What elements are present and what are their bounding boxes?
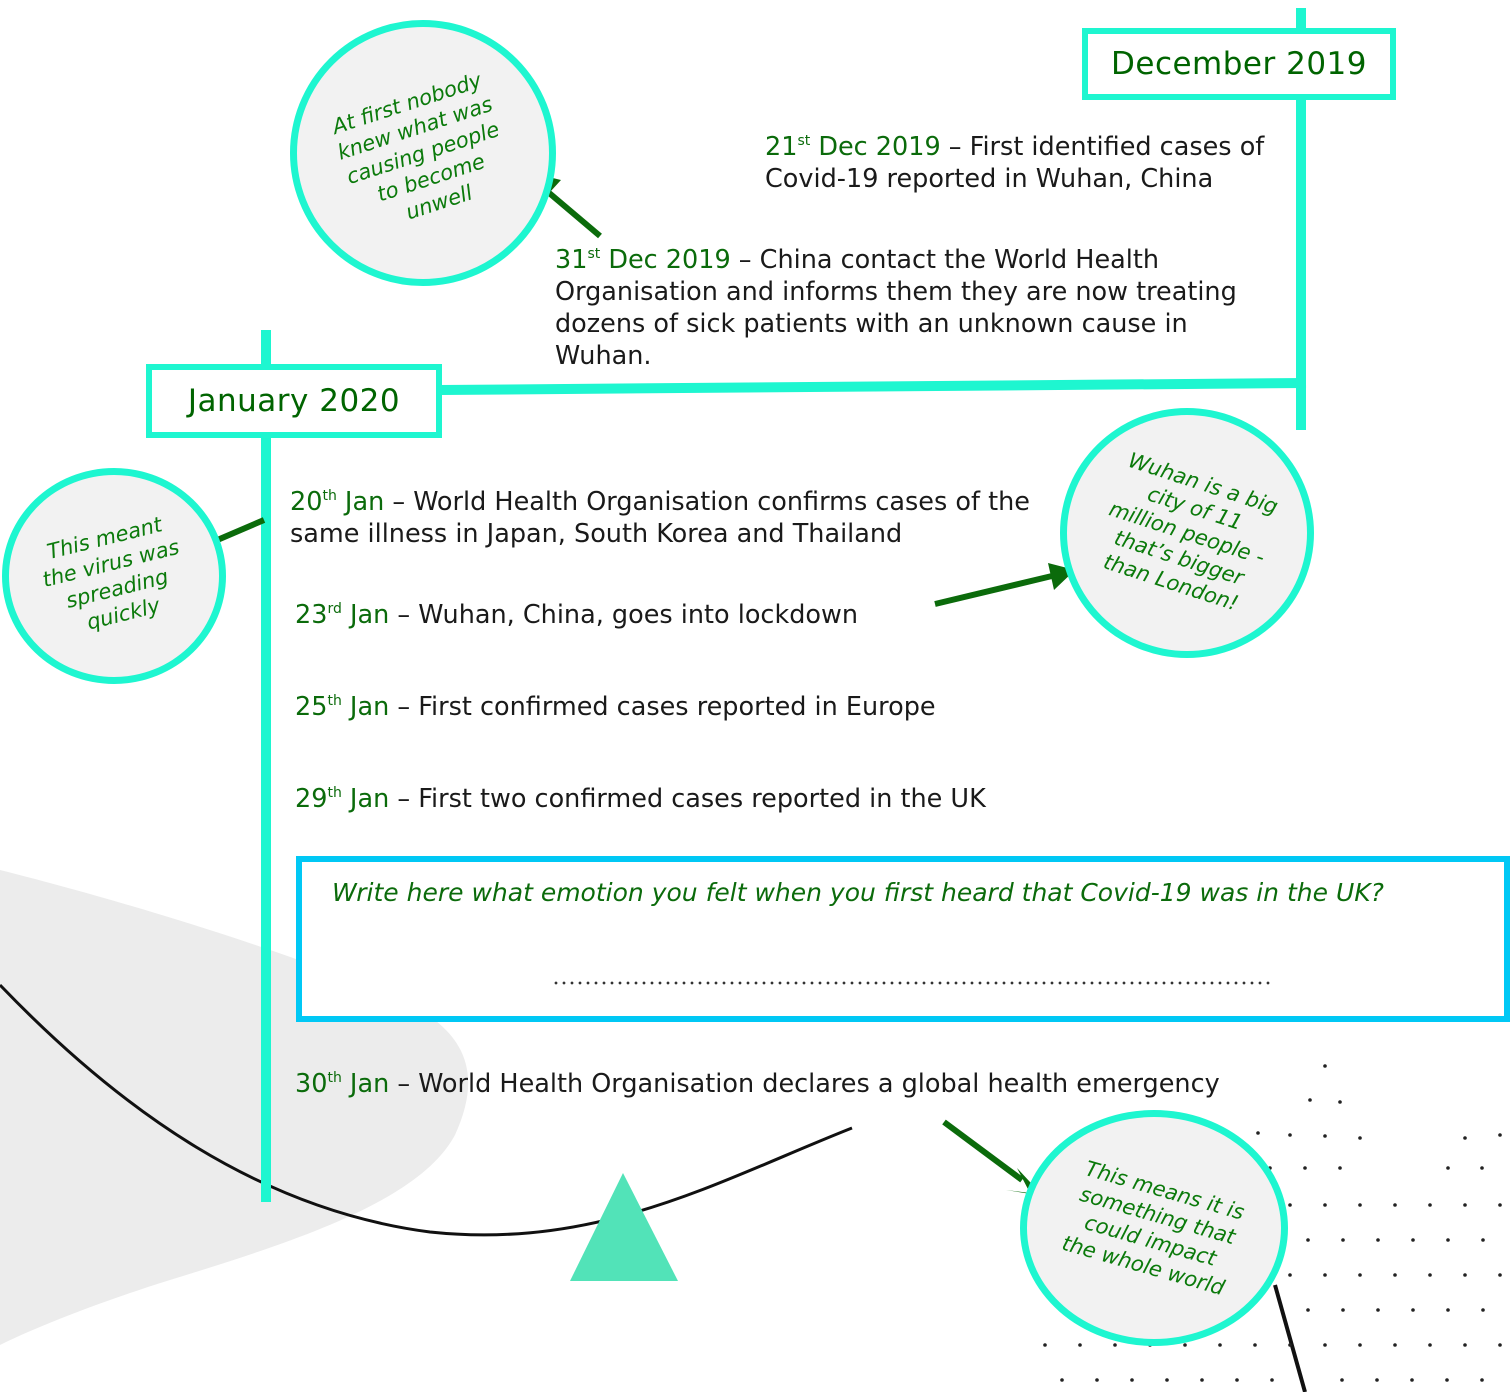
note-bubble-world: This means it is something that could im… bbox=[1020, 1110, 1288, 1346]
timeline-entry: 30th Jan – World Health Organisation dec… bbox=[295, 1069, 1220, 1099]
timeline-entry: 25th Jan – First confirmed cases reporte… bbox=[295, 692, 936, 722]
note-bubble-wuhan: Wuhan is a big city of 11 million people… bbox=[1060, 408, 1314, 658]
answer-line[interactable] bbox=[552, 980, 1272, 986]
reflection-question: Write here what emotion you felt when yo… bbox=[332, 878, 1384, 907]
reflection-prompt-box[interactable]: Write here what emotion you felt when yo… bbox=[296, 856, 1510, 1022]
note-text: This meant the virus was spreading quick… bbox=[40, 512, 182, 635]
month-header-january: January 2020 bbox=[146, 364, 442, 438]
note-text: Wuhan is a big city of 11 million people… bbox=[1100, 448, 1281, 616]
month-header-december: December 2019 bbox=[1082, 28, 1396, 100]
timeline-entry: 21st Dec 2019 – First identified cases o… bbox=[765, 132, 1265, 194]
note-bubble-spreading: This meant the virus was spreading quick… bbox=[2, 468, 226, 684]
timeline-entry: 29th Jan – First two confirmed cases rep… bbox=[295, 784, 986, 814]
note-bubble-nobody: At first nobody knew what was causing pe… bbox=[290, 20, 556, 286]
note-text: At first nobody knew what was causing pe… bbox=[329, 68, 503, 225]
timeline-entry: 20th Jan – World Health Organisation con… bbox=[290, 487, 1030, 549]
timeline-entry: 23rd Jan – Wuhan, China, goes into lockd… bbox=[295, 600, 859, 630]
timeline-entry: 31st Dec 2019 – China contact the World … bbox=[555, 245, 1237, 371]
note-text: This means it is something that could im… bbox=[1059, 1156, 1248, 1301]
